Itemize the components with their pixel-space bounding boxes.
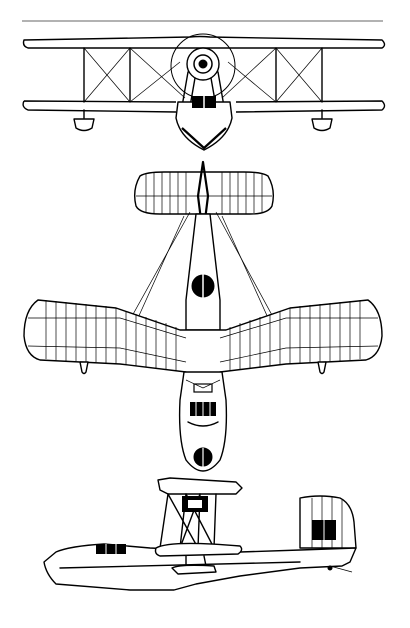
side-tail-skid xyxy=(329,565,353,573)
plan-tailplane xyxy=(133,171,275,215)
front-upper-wing xyxy=(22,35,386,49)
plan-float-left xyxy=(79,361,89,375)
plan-float-right xyxy=(317,361,327,375)
front-float-left xyxy=(73,109,95,132)
side-window-frames xyxy=(105,544,117,554)
side-lower-wing xyxy=(154,542,243,557)
side-upper-wing xyxy=(157,477,243,495)
plan-hatch xyxy=(193,383,213,393)
side-view xyxy=(43,477,357,591)
front-view xyxy=(22,33,386,151)
side-float xyxy=(171,555,217,575)
plan-view xyxy=(23,160,383,472)
front-float-right xyxy=(311,109,333,132)
plan-tailplane-ribs xyxy=(136,172,272,214)
plan-hull xyxy=(178,371,228,472)
front-hull xyxy=(175,101,233,151)
side-tail-wheel xyxy=(327,565,333,571)
plan-cockpit-frames xyxy=(195,402,211,416)
front-spinner xyxy=(198,59,208,69)
front-engine-ring xyxy=(193,54,213,74)
front-bracing-wires xyxy=(83,47,323,103)
side-chine-line xyxy=(59,561,301,569)
front-lower-wing xyxy=(22,100,386,113)
plan-hull-step xyxy=(187,421,219,427)
front-hull-keel xyxy=(181,127,227,150)
side-cabin-windows xyxy=(96,544,126,554)
plan-wing-ribs xyxy=(27,300,379,371)
